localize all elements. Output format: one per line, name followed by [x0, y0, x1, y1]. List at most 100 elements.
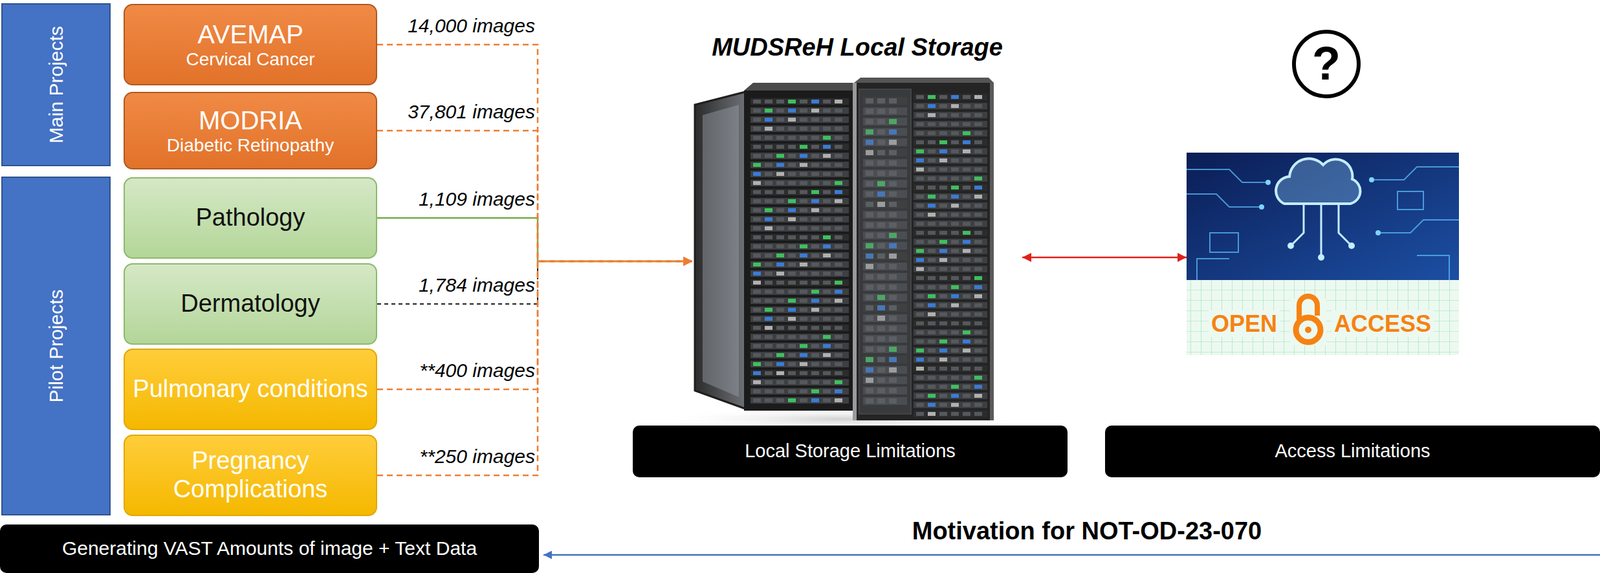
drive-bays-part: [927, 167, 936, 172]
drive-bays-part: [753, 181, 761, 186]
drive-bays-part: [834, 172, 843, 176]
server-rack-illustration-part: [852, 82, 857, 421]
drive-bays-part: [799, 163, 808, 167]
drive-bays-part: [811, 317, 820, 321]
drive-bays-part: [927, 95, 936, 99]
drive-bays-part: [939, 131, 948, 136]
drive-bays-part: [750, 134, 849, 142]
drive-bays-part: [776, 144, 785, 149]
drive-bays-part: [951, 140, 959, 145]
drive-bays-part: [974, 412, 983, 417]
drive-bays-part: [764, 199, 773, 204]
drive-bays-part: [913, 93, 988, 101]
drive-bays-part: [927, 258, 936, 263]
node-text: Main Projects: [44, 25, 68, 144]
drive-bays-part: [951, 240, 959, 244]
drive-bays-part: [927, 339, 936, 344]
drive-bays-part: [811, 181, 820, 186]
drive-bays-part: [913, 293, 988, 300]
open-access-cloud: OPENACCESS: [1186, 152, 1459, 356]
drive-bays-part: [822, 244, 831, 249]
drive-bays-part: [799, 280, 808, 285]
drive-bays-part: [799, 326, 808, 330]
drive-bays-part: [951, 366, 959, 371]
node-text: Pulmonary conditions: [132, 375, 368, 404]
drive-bays-part: [750, 279, 849, 286]
drive-bays-part: [822, 371, 831, 376]
node-text: ACCESS: [1331, 310, 1434, 338]
project-box: Pathology: [123, 177, 378, 259]
drive-bays-part: [916, 294, 924, 299]
server-rack-illustration-part: [859, 89, 911, 415]
drive-bays-part: [753, 226, 761, 231]
drive-bays-part: [753, 389, 761, 394]
drive-bays-part: [788, 163, 796, 167]
drive-bays-part: [776, 108, 785, 113]
drive-bays-part: [962, 339, 971, 344]
drive-bays-part: [776, 271, 785, 276]
drive-bays-part: [927, 384, 936, 389]
drive-bays-part: [939, 294, 948, 299]
drive-bays-part: [764, 153, 773, 158]
drive-bays-part: [799, 353, 808, 358]
project-box: Pulmonary conditions: [123, 348, 378, 431]
drive-bays-part: [811, 289, 820, 294]
drive-bays-part: [788, 253, 796, 258]
open-access-logo-part: [1186, 280, 1459, 356]
project-box: Dermatology: [123, 263, 378, 345]
drive-bays-part: [962, 113, 971, 118]
drive-bays-part: [927, 321, 936, 326]
drive-bays-part: [913, 401, 988, 409]
drive-bays-part: [822, 144, 831, 149]
drive-bays-part: [962, 375, 971, 380]
limitation-bar: Local Storage Limitations: [632, 425, 1068, 478]
drive-bays-part: [913, 120, 988, 128]
drive-bays-part: [834, 235, 843, 240]
drive-bays-part: [962, 104, 971, 109]
drive-bays-part: [788, 344, 796, 349]
drive-bays-part: [764, 317, 773, 321]
server-rack-illustration-part: [744, 90, 856, 411]
drive-bays-part: [753, 326, 761, 330]
drive-bays-part: [788, 371, 796, 376]
drive-bays-part: [974, 276, 983, 281]
drive-bays-part: [834, 226, 843, 231]
drive-bays-part: [951, 303, 959, 308]
cloud-circuit-illustration-part-part: [1375, 230, 1381, 236]
drive-bays-part: [822, 271, 831, 276]
drive-bays-part: [776, 317, 785, 321]
drive-bays-part: [776, 117, 785, 122]
drive-bays-part: [916, 412, 924, 417]
drive-bays-part: [927, 285, 936, 290]
connector-arrow: [377, 218, 693, 262]
drive-bays-part: [974, 203, 983, 208]
drive-bays-part: [834, 335, 843, 340]
drive-bays-part: [951, 375, 959, 380]
drive-bays-part: [834, 371, 843, 376]
drive-bays-part: [927, 230, 936, 235]
drive-bays-part: [913, 265, 988, 273]
drive-bays-part: [916, 212, 924, 217]
drive-bays-part: [753, 271, 761, 276]
drive-bays-part: [974, 303, 983, 308]
cloud-circuit-illustration-part-part: [1348, 242, 1355, 250]
drive-bays-part: [811, 253, 820, 258]
drive-bays-part: [811, 153, 820, 158]
node-text: Generating VAST Amounts of image + Text …: [62, 537, 477, 561]
drive-bays-part: [951, 403, 959, 407]
drive-bays-part: [764, 108, 773, 113]
drive-bays-part: [951, 294, 959, 299]
drive-bays-part: [939, 221, 948, 226]
drive-bays-part: [788, 289, 796, 294]
limitation-bar: Access Limitations: [1105, 425, 1600, 478]
drive-bays-part: [750, 288, 849, 296]
drive-bays-part: [927, 375, 936, 380]
cloud-circuit-illustration-part: [1287, 242, 1355, 261]
drive-bays-part: [753, 335, 761, 340]
drive-bays-part: [939, 303, 948, 308]
help-icon-symbol: ?: [1312, 38, 1341, 90]
drive-bays-part: [913, 374, 988, 382]
cloud-circuit-illustration-part-part: [1378, 219, 1459, 233]
drive-bays-part: [939, 212, 948, 217]
drive-bays-part: [776, 99, 785, 104]
